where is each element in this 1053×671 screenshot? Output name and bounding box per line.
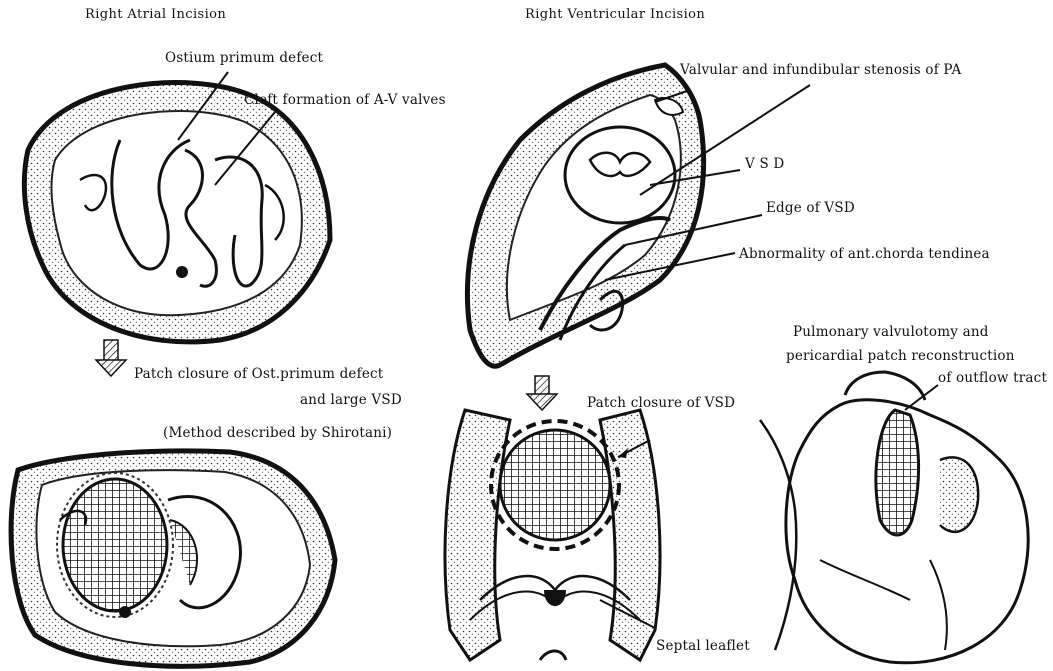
chorda-tendinea-label: Abnormality of ant.chorda tendinea: [739, 246, 990, 262]
ventricular-incision-view: [467, 65, 810, 366]
heart-reconstruction-view: [760, 372, 1028, 663]
pulmonary-valvulotomy-label-line2: pericardial patch reconstruction: [786, 348, 1015, 364]
atrial-incision-view: [24, 72, 330, 342]
pulmonary-valvulotomy-label-line1: Pulmonary valvulotomy and: [793, 324, 989, 340]
atrial-incision-heading: Right Atrial Incision: [85, 7, 226, 22]
edge-of-vsd-label: Edge of VSD: [766, 200, 855, 216]
patch-closure-label-line2: and large VSD: [300, 392, 402, 408]
patch-closure-vsd-label: Patch closure of VSD: [587, 395, 735, 411]
cleft-formation-label: Cleft formation of A-V valves: [244, 92, 446, 108]
patch-closure-label-line1: Patch closure of Ost.primum defect: [134, 366, 383, 382]
ventricular-incision-heading: Right Ventricular Incision: [525, 7, 705, 22]
pulmonary-valvulotomy-label-line3: of outflow tract: [938, 370, 1047, 386]
vsd-patch-view: [445, 410, 660, 660]
ostium-primum-label: Ostium primum defect: [165, 50, 323, 66]
method-note-label: (Method described by Shirotani): [163, 425, 392, 441]
down-arrow-icon: [527, 376, 557, 410]
septal-leaflet-label: Septal leaflet: [656, 638, 750, 654]
down-arrow-icon: [96, 340, 126, 376]
atrial-patch-view: [11, 451, 335, 666]
vsd-label: V S D: [745, 156, 784, 172]
stenosis-label: Valvular and infundibular stenosis of PA: [680, 62, 961, 78]
